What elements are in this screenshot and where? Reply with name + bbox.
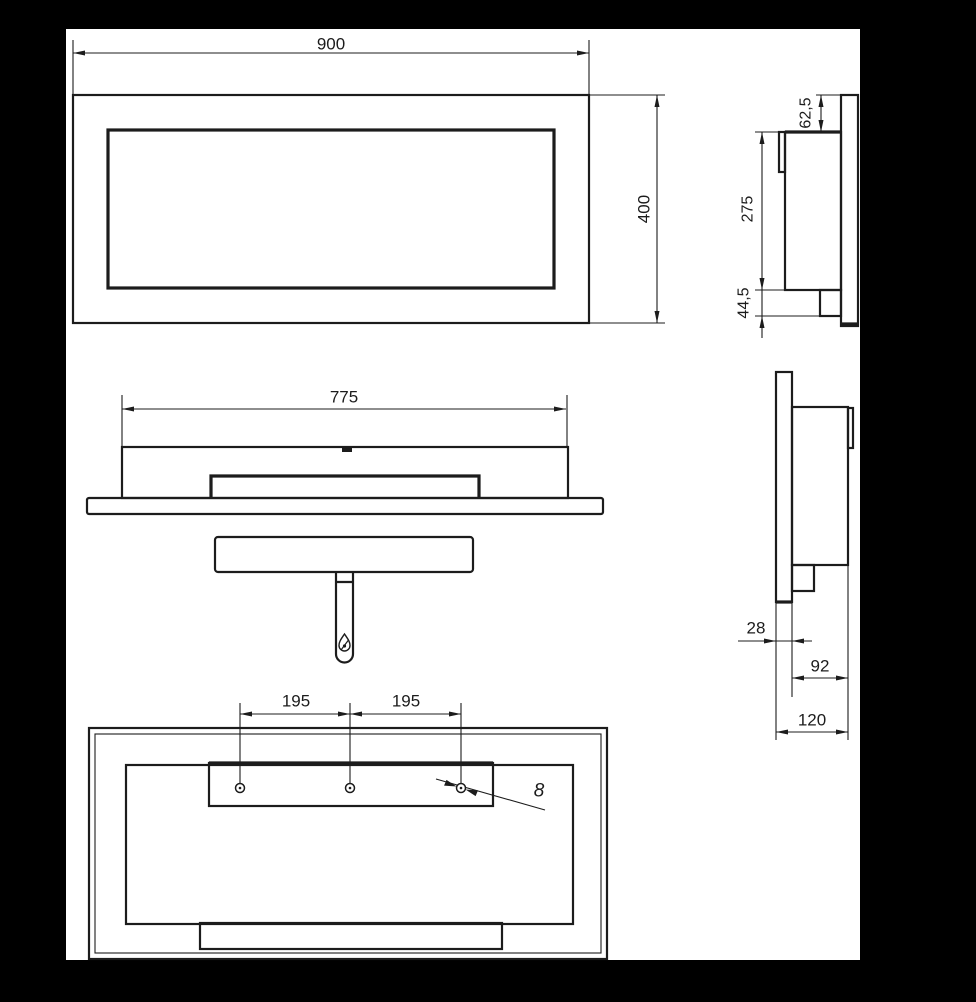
- top-view-latch-mark: [342, 448, 352, 452]
- dim-side-bottom-inset: 44,5: [736, 287, 753, 318]
- dim-top-inner-width: 775: [330, 388, 358, 407]
- side-upper-bottom-inset-dimension: 44,5: [736, 287, 820, 338]
- side-upper-body: [783, 130, 843, 292]
- top-view-burner-box: [213, 535, 475, 574]
- top-view-lighter-tube: [334, 572, 355, 664]
- side-view-upper: 62,5 275 44,5: [736, 93, 860, 338]
- dim-hole-pitch-left: 195: [282, 692, 310, 711]
- side-lower-plate-thickness-dimension: 28: [738, 591, 812, 740]
- front-view: 900 400: [71, 35, 665, 325]
- dim-side-body-depth: 92: [811, 657, 830, 676]
- side-upper-bottom-step: [818, 288, 843, 318]
- side-lower-bottom-step: [790, 563, 816, 593]
- flame-icon: [338, 632, 351, 652]
- dim-side-total-depth: 120: [798, 711, 826, 730]
- top-view-front-flange: [85, 496, 605, 516]
- side-upper-wall-plate: [839, 93, 860, 328]
- front-width-dimension: 900: [72, 35, 590, 95]
- top-view-width-dimension: 775: [121, 388, 568, 447]
- rear-hole-diameter-callout: 8: [234, 778, 546, 811]
- rear-bottom-bracket: [198, 921, 504, 951]
- top-view-burner-tray: [209, 474, 481, 497]
- rear-hole-pitch-dimensions: 195 195: [239, 692, 462, 783]
- dim-side-plate-thickness: 28: [747, 619, 766, 638]
- drawing-paper: [66, 29, 860, 960]
- dim-side-body-height: 275: [740, 196, 757, 223]
- side-lower-total-depth-dimension: 120: [776, 711, 848, 735]
- dim-front-height: 400: [635, 195, 654, 223]
- rear-outer-frame: [87, 726, 609, 961]
- dim-front-width: 900: [317, 35, 345, 54]
- front-outer-frame: [71, 93, 591, 325]
- side-lower-body: [790, 405, 850, 567]
- dim-hole-diameter: 8: [534, 781, 545, 802]
- side-upper-top-inset-dimension: 62,5: [798, 94, 841, 132]
- top-view-body: [120, 445, 570, 500]
- side-view-lower: 28 92 120: [738, 370, 855, 740]
- side-lower-wall-plate: [774, 370, 794, 604]
- side-lower-front-lip: [846, 406, 855, 450]
- side-upper-front-lip: [777, 130, 787, 174]
- rear-view: 195 195 8: [87, 692, 609, 961]
- front-glass-opening: [106, 128, 556, 290]
- dim-hole-pitch-right: 195: [392, 692, 420, 711]
- side-lower-body-depth-dimension: 92: [792, 565, 849, 740]
- top-view: 775: [85, 388, 605, 664]
- side-upper-body-height-dimension: 275: [740, 131, 785, 291]
- front-height-dimension: 400: [589, 94, 665, 324]
- dim-side-top-inset: 62,5: [798, 97, 815, 128]
- rear-outer-frame-inner-line: [94, 733, 602, 954]
